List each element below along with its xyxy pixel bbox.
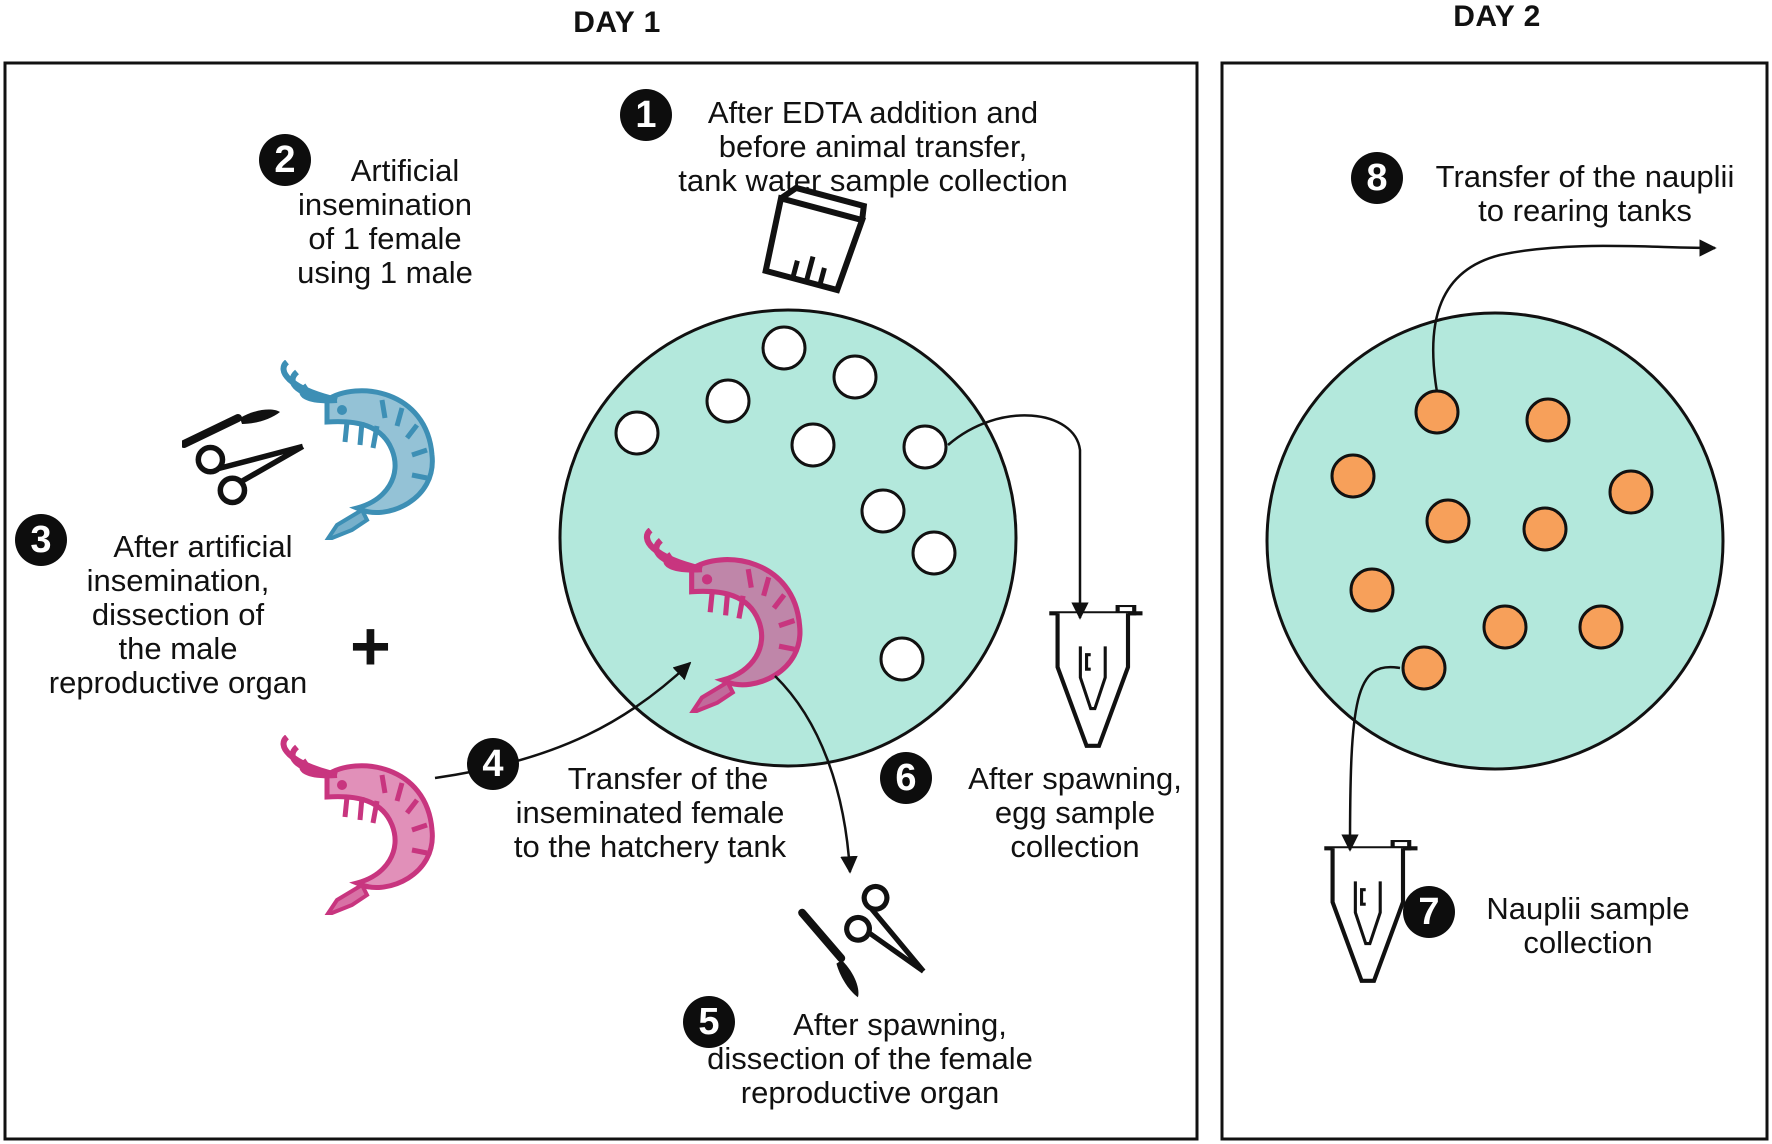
- day2-panel: [1220, 61, 1769, 1141]
- nauplius: [1425, 498, 1471, 544]
- step-6-badge: 6: [880, 752, 932, 804]
- nauplius: [1349, 567, 1395, 613]
- step-3-line: reproductive organ: [48, 665, 308, 700]
- day1-title: DAY 1: [573, 6, 661, 39]
- step-2-line: insemination: [297, 187, 473, 222]
- shrimp-icon: [284, 737, 433, 915]
- step-8-line: to rearing tanks: [1478, 193, 1692, 228]
- step-1-badge: 1: [620, 89, 672, 141]
- step-3-line: dissection of: [91, 597, 265, 632]
- step-7-text: Nauplii sample collection: [1458, 892, 1718, 960]
- step-5-badge: 5: [683, 996, 735, 1048]
- microtube-icon: [1049, 605, 1142, 746]
- shrimp-icon: [284, 362, 433, 540]
- nauplius: [1608, 469, 1654, 515]
- egg: [761, 325, 807, 371]
- step-6-line: collection: [1010, 829, 1140, 864]
- eggs: [614, 325, 957, 682]
- egg: [879, 636, 925, 682]
- step-2-badge: 2: [259, 134, 311, 186]
- egg: [614, 410, 660, 456]
- step-2-line: Artificial: [350, 153, 460, 188]
- day2-title: DAY 2: [1453, 0, 1541, 33]
- step-3-text: After artificial insemination, dissectio…: [18, 530, 338, 700]
- step-4-line: inseminated female: [515, 795, 785, 830]
- step-1-line: After EDTA addition and: [707, 95, 1039, 130]
- step-8-text: Transfer of the nauplii to rearing tanks: [1405, 160, 1765, 228]
- nauplius: [1401, 645, 1447, 691]
- nauplius: [1525, 397, 1571, 443]
- step-4-line: to the hatchery tank: [513, 829, 787, 864]
- step-3-line: insemination,: [86, 563, 270, 598]
- step-1-line: tank water sample collection: [678, 163, 1068, 198]
- egg: [860, 488, 906, 534]
- step-5-line: After spawning,: [793, 1007, 1007, 1042]
- step-7-badge: 7: [1403, 886, 1455, 938]
- step-5-line: dissection of the female: [707, 1041, 1033, 1076]
- step-4-line: Transfer of the: [567, 761, 769, 796]
- step-2-line: of 1 female: [308, 221, 462, 256]
- step-3-badge: 3: [15, 514, 67, 566]
- step-5-text: After spawning, dissection of the female…: [675, 1008, 1065, 1110]
- egg: [832, 354, 878, 400]
- day1-panel: [3, 61, 1199, 1141]
- arrow-icon: [947, 414, 1089, 620]
- egg: [902, 424, 948, 470]
- step-3-line: the male: [118, 631, 238, 666]
- step-1-line: before animal transfer,: [718, 129, 1028, 164]
- egg: [705, 378, 751, 424]
- step-7-line: collection: [1523, 925, 1653, 960]
- nauplius: [1482, 604, 1528, 650]
- nauplius: [1578, 604, 1624, 650]
- arrow-icon: [1431, 239, 1717, 393]
- step-4-text: Transfer of the inseminated female to th…: [480, 762, 820, 864]
- scalpel-icon: [184, 410, 280, 444]
- beaker-icon: [762, 184, 868, 294]
- scissors-icon: [198, 446, 302, 502]
- plus-sign: +: [350, 607, 391, 685]
- step-6-text: After spawning, egg sample collection: [930, 762, 1220, 864]
- arrow-icon: [774, 675, 858, 874]
- step-5-line: reproductive organ: [740, 1075, 1000, 1110]
- step-4-badge: 4: [467, 738, 519, 790]
- step-2-text: Artificial insemination of 1 female usin…: [270, 154, 500, 290]
- arrow-icon: [1341, 665, 1401, 852]
- step-8-line: Transfer of the nauplii: [1435, 159, 1735, 194]
- nauplius: [1414, 389, 1460, 435]
- step-8-badge: 8: [1351, 152, 1403, 204]
- nauplius: [1330, 453, 1376, 499]
- step-1-text: After EDTA addition and before animal tr…: [648, 96, 1098, 198]
- step-6-line: egg sample: [994, 795, 1156, 830]
- egg: [790, 422, 836, 468]
- nauplius: [1522, 506, 1568, 552]
- rearing-tank: [1265, 311, 1725, 771]
- step-3-line: After artificial: [113, 529, 293, 564]
- step-6-line: After spawning,: [968, 761, 1182, 796]
- egg: [911, 530, 957, 576]
- step-2-line: using 1 male: [297, 255, 473, 290]
- step-7-line: Nauplii sample: [1486, 891, 1690, 926]
- nauplii: [1330, 389, 1654, 691]
